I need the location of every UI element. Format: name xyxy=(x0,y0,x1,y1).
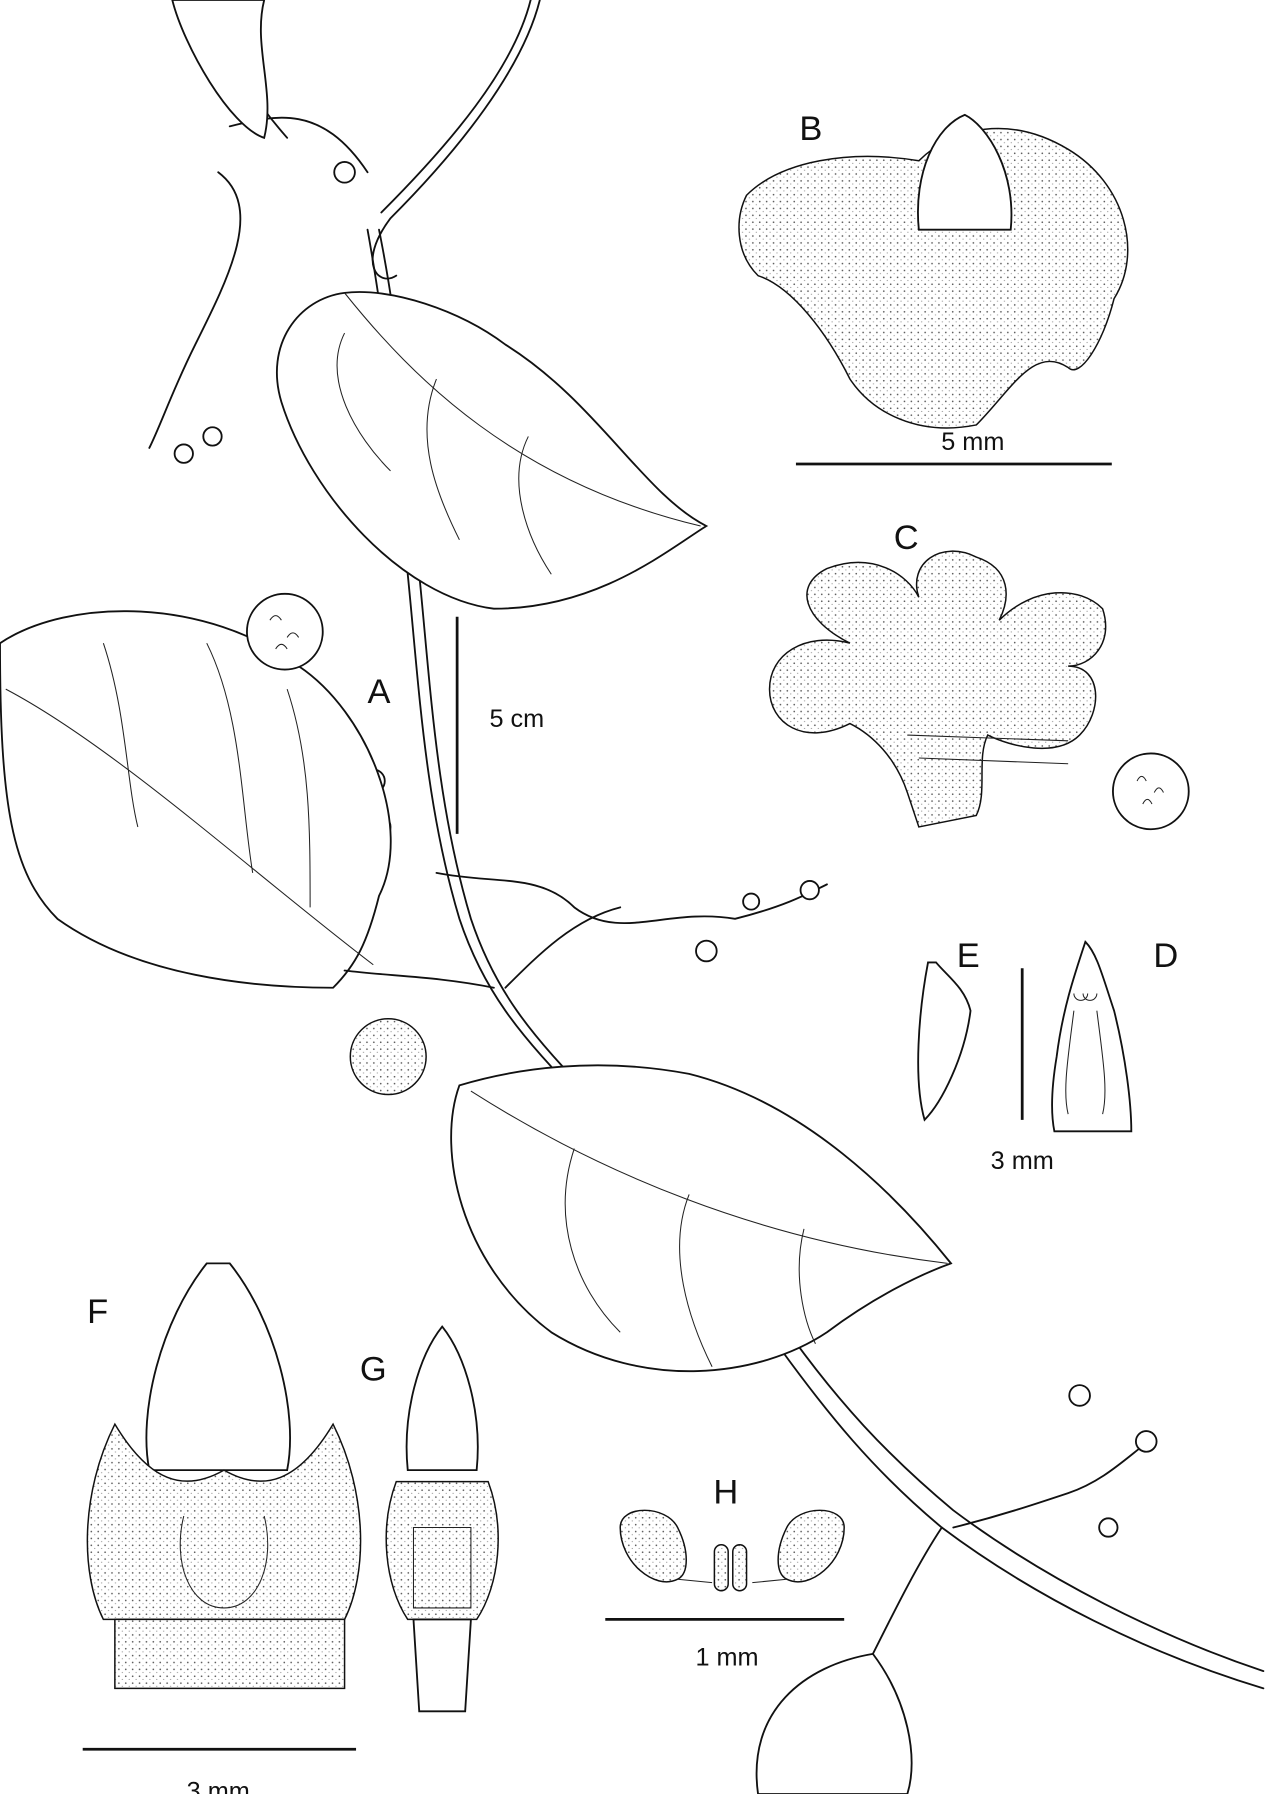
indumentum-inset-abaxial xyxy=(349,1017,427,1096)
corolla-drawing-c xyxy=(768,550,1190,831)
panel-label-c: C xyxy=(894,519,919,557)
flower-drawing-g xyxy=(385,1325,499,1713)
corolla-hair-inset xyxy=(1112,752,1190,831)
panel-label-h: H xyxy=(713,1473,738,1511)
flower-drawing-f xyxy=(86,1262,362,1690)
scale-label-de: 3 mm xyxy=(991,1147,1054,1175)
panel-label-d: D xyxy=(1153,937,1178,975)
panel-label-e: E xyxy=(957,937,980,975)
panel-label-g: G xyxy=(360,1351,387,1389)
scale-label-fg: 3 mm xyxy=(187,1778,250,1794)
pollinarium-drawing-h xyxy=(619,1509,845,1592)
stamen-drawings-de xyxy=(917,940,1133,1133)
panel-label-b: B xyxy=(799,110,822,148)
scale-label-h: 1 mm xyxy=(695,1643,758,1671)
scale-label-a: 5 cm xyxy=(489,705,544,733)
indumentum-inset-adaxial xyxy=(246,592,324,671)
flower-drawing-b xyxy=(738,113,1129,429)
panel-label-f: F xyxy=(87,1293,108,1331)
scale-label-b: 5 mm xyxy=(941,428,1004,456)
panel-label-a: A xyxy=(368,673,391,711)
